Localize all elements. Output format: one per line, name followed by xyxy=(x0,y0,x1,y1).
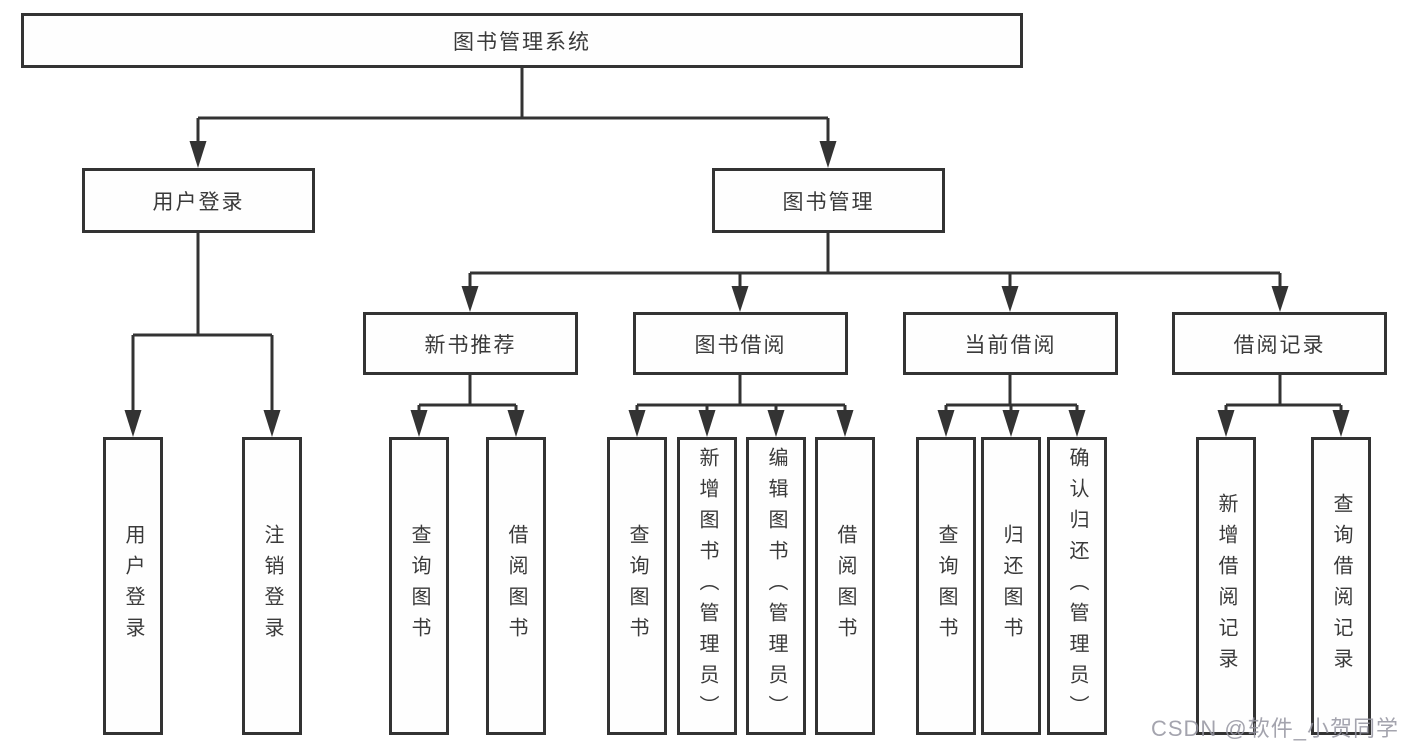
node-current-borrowing: 当前借阅 xyxy=(903,312,1118,375)
arrowhead-icon xyxy=(1001,286,1019,312)
node-new-book-recommendation: 新书推荐 xyxy=(363,312,578,375)
leaf-query-books-borrow: 查询图书 xyxy=(607,437,667,735)
arrowhead-icon xyxy=(461,286,479,312)
leaf-borrow-books-recommend: 借阅图书 xyxy=(486,437,546,735)
arrowhead-icon xyxy=(1217,410,1235,437)
leaf-query-borrow-record: 查询借阅记录 xyxy=(1311,437,1371,735)
leaf-return-books: 归还图书 xyxy=(981,437,1041,735)
node-root-library-management-system: 图书管理系统 xyxy=(21,13,1023,68)
arrowhead-icon xyxy=(1271,286,1289,312)
arrowhead-icon xyxy=(263,410,281,437)
connector-book-management-to-level3 xyxy=(461,233,1289,312)
leaf-add-books-admin: 新增图书（管理员） xyxy=(677,437,737,735)
leaf-borrow-books: 借阅图书 xyxy=(815,437,875,735)
arrowhead-icon xyxy=(698,410,716,437)
arrowhead-icon xyxy=(628,410,646,437)
arrowhead-icon xyxy=(124,410,142,437)
leaf-edit-books-admin: 编辑图书（管理员） xyxy=(746,437,806,735)
connector-current-borrow-to-leaves xyxy=(937,375,1086,437)
arrowhead-icon xyxy=(410,410,428,437)
connector-borrow-records-to-leaves xyxy=(1217,375,1350,437)
arrowhead-icon xyxy=(1068,410,1086,437)
arrowhead-icon xyxy=(836,410,854,437)
arrowhead-icon xyxy=(767,410,785,437)
node-borrowing-records: 借阅记录 xyxy=(1172,312,1387,375)
connector-root-to-level2 xyxy=(189,68,837,168)
leaf-confirm-return-admin: 确认归还（管理员） xyxy=(1047,437,1107,735)
leaf-logout: 注销登录 xyxy=(242,437,302,735)
connector-new-book-to-leaves xyxy=(410,375,525,437)
leaf-user-login: 用户登录 xyxy=(103,437,163,735)
csdn-watermark: CSDN @软件_小贺同学 xyxy=(1150,716,1399,741)
leaf-query-books-current: 查询图书 xyxy=(916,437,976,735)
arrowhead-icon xyxy=(731,286,749,312)
node-book-management: 图书管理 xyxy=(712,168,945,233)
arrowhead-icon xyxy=(507,410,525,437)
arrowhead-icon xyxy=(1332,410,1350,437)
arrowhead-icon xyxy=(1002,410,1020,437)
node-user-login: 用户登录 xyxy=(82,168,315,233)
connector-book-borrow-to-leaves xyxy=(628,375,854,437)
leaf-query-books-recommend: 查询图书 xyxy=(389,437,449,735)
arrowhead-icon xyxy=(819,141,837,168)
arrowhead-icon xyxy=(189,141,207,168)
connector-user-login-to-leaves xyxy=(124,233,281,437)
arrowhead-icon xyxy=(937,410,955,437)
leaf-add-borrow-record: 新增借阅记录 xyxy=(1196,437,1256,735)
node-book-borrowing: 图书借阅 xyxy=(633,312,848,375)
